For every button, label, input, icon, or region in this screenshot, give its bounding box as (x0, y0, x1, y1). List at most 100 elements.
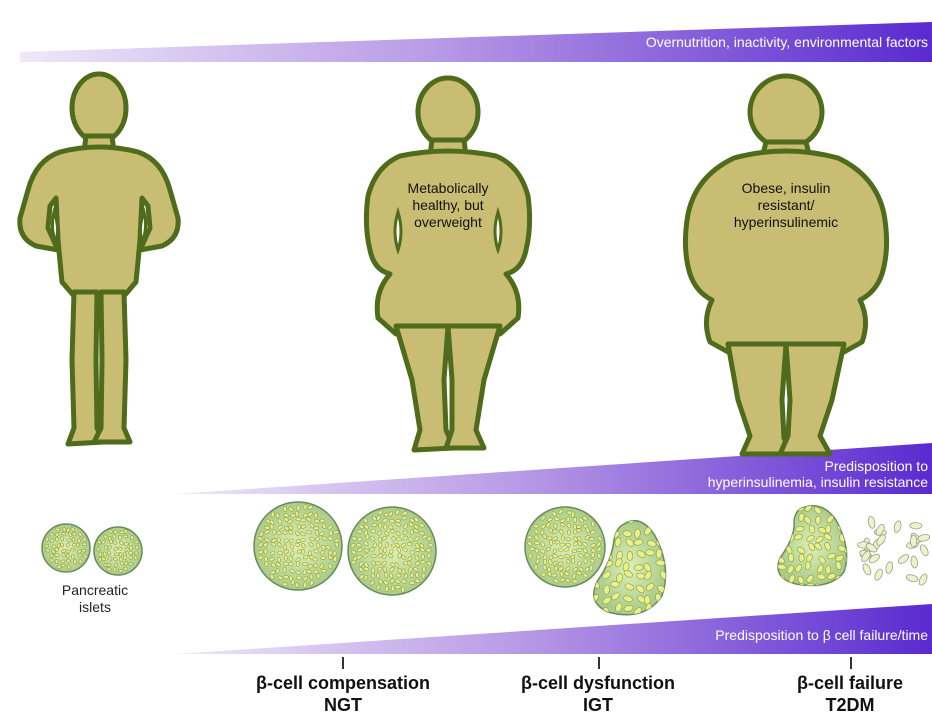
beta-cell (624, 614, 634, 625)
beta-cell (120, 531, 125, 534)
wedge-label-environmental-factors: Overnutrition, inactivity, environmental… (646, 34, 928, 50)
overweight-caption-line1: Metabolically (378, 180, 518, 197)
beta-cell (552, 554, 558, 558)
beta-cell (910, 556, 918, 569)
beta-cell (560, 543, 565, 546)
beta-cell (845, 524, 855, 532)
beta-cell (296, 518, 301, 521)
beta-cell (825, 566, 830, 575)
overweight-caption: Metabolically healthy, but overweight (378, 180, 518, 231)
beta-cell (670, 572, 677, 582)
beta-cell (848, 503, 856, 513)
beta-cell (283, 562, 288, 566)
beta-cell (634, 613, 642, 623)
beta-cell (119, 535, 122, 539)
beta-cell (786, 505, 794, 515)
beta-cell (410, 581, 415, 584)
beta-cell (643, 505, 651, 516)
beta-cell (283, 506, 287, 512)
beta-cell (573, 579, 579, 583)
beta-cell (837, 586, 846, 591)
wedge-label-beta-cell-failure: Predisposition to β cell failure/time (715, 627, 928, 643)
beta-cell (588, 613, 597, 624)
beta-cell (329, 531, 332, 536)
beta-cell (134, 552, 139, 555)
beta-cell (128, 551, 133, 554)
islets-compensation (254, 502, 436, 595)
beta-cell (591, 521, 595, 527)
pancreatic-islets-label-line1: Pancreatic (40, 582, 150, 599)
beta-cell (71, 554, 74, 559)
beta-cell (635, 504, 646, 513)
beta-cell (825, 585, 835, 594)
beta-cell (384, 524, 387, 529)
beta-cell (845, 574, 850, 582)
beta-cell (589, 565, 593, 571)
pancreatic-islets-label-line2: islets (40, 599, 150, 616)
beta-cell (392, 536, 396, 541)
beta-cell (799, 554, 804, 562)
beta-cell (584, 558, 588, 563)
islet-dysfunction-1 (525, 507, 605, 587)
beta-cell (788, 553, 794, 562)
beta-cell (378, 523, 382, 529)
beta-cell (527, 536, 532, 539)
tick-compensation (342, 657, 344, 669)
beta-cell (776, 544, 782, 553)
beta-cell (371, 568, 374, 573)
beta-cell (264, 549, 267, 554)
beta-cell (396, 519, 401, 522)
islet-normal-2 (94, 527, 142, 575)
beta-cell (554, 566, 558, 572)
obese-silhouette (685, 76, 886, 454)
beta-cell (276, 568, 280, 574)
islets-failure (763, 492, 930, 595)
beta-cell (264, 526, 269, 529)
beta-cell (283, 567, 287, 572)
beta-cell (774, 496, 784, 504)
pancreatic-islets-label: Pancreatic islets (40, 582, 150, 616)
beta-cell (395, 586, 400, 589)
beta-cell (776, 516, 785, 522)
beta-cell (284, 575, 289, 578)
arm-gap (140, 212, 145, 242)
beta-cell (71, 548, 76, 551)
beta-cell (55, 532, 58, 537)
beta-cell (113, 567, 116, 572)
beta-cell (579, 614, 588, 625)
beta-cell (333, 556, 337, 562)
stage-dysfunction-sub: IGT (488, 694, 708, 716)
beta-cell (669, 539, 678, 550)
beta-cell (561, 536, 565, 542)
beta-cell (558, 555, 564, 559)
beta-cell (910, 522, 922, 529)
beta-cell (777, 502, 787, 511)
stage-compensation-title: β-cell compensation (222, 672, 464, 694)
beta-cell (798, 494, 804, 503)
beta-cell (270, 524, 273, 529)
beta-cell (844, 513, 851, 522)
beta-cell (655, 504, 665, 515)
beta-cell (838, 503, 848, 513)
beta-cell (321, 569, 327, 573)
beta-cell (671, 602, 678, 612)
beta-cell (264, 556, 268, 562)
beta-cell (845, 583, 855, 592)
beta-cell (401, 587, 405, 593)
beta-cell (885, 561, 894, 574)
beta-cell (49, 533, 54, 536)
beta-cell (296, 505, 300, 511)
beta-cell (590, 506, 600, 514)
beta-cell (654, 606, 663, 617)
beta-cell (529, 553, 532, 558)
beta-cell (777, 522, 787, 531)
islets-normal (42, 524, 142, 575)
stage-dysfunction-title: β-cell dysfunction (488, 672, 708, 694)
beta-cell (376, 562, 381, 565)
stage-compensation: β-cell compensation NGT (222, 672, 464, 716)
beta-cell (671, 517, 677, 526)
beta-cell (656, 560, 666, 567)
beta-cell (390, 530, 395, 533)
islets-dysfunction (525, 502, 679, 628)
beta-cell (603, 502, 614, 513)
